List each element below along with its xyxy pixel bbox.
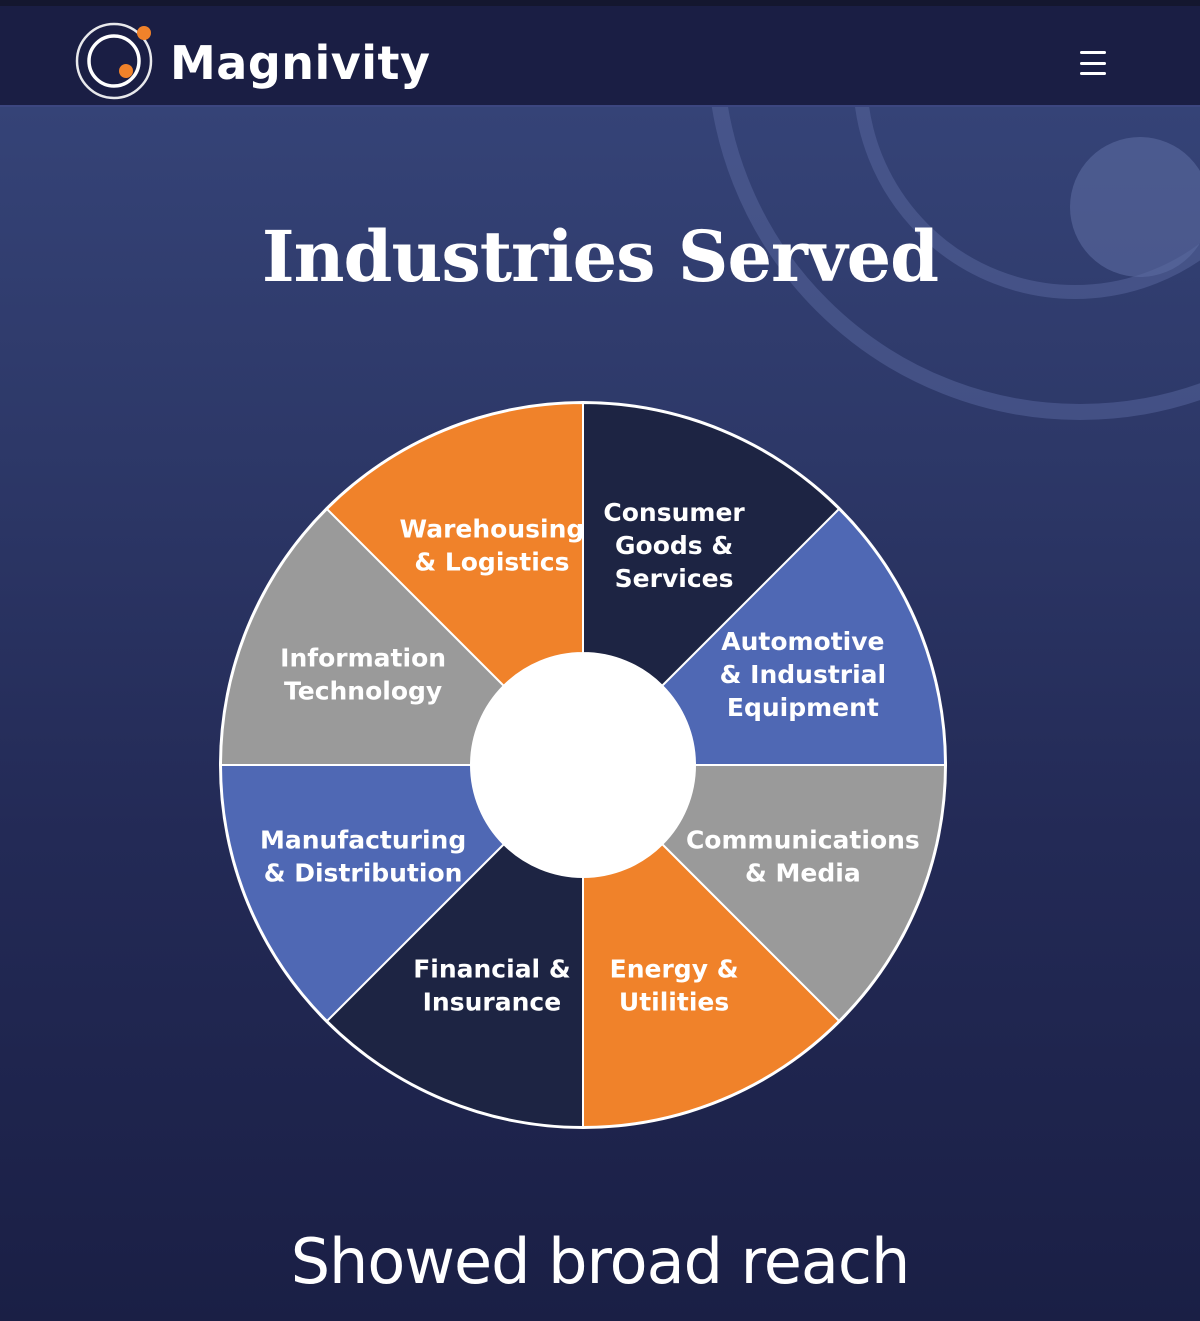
wheel-center [471,653,695,877]
industry-label-line: & Media [745,859,861,888]
industry-label-line: Technology [284,676,442,705]
industry-label-line: Information [280,643,446,672]
industry-label: Communications & Media [686,826,920,888]
industry-label-line: & Logistics [414,548,569,577]
industry-label: Manufacturing & Distribution [260,826,466,888]
brand-name: Magnivity [170,36,431,90]
industry-label-line: Energy & [610,954,739,983]
hamburger-menu-icon[interactable] [1076,48,1110,78]
industry-label-line: & Distribution [264,859,463,888]
brand-logo[interactable]: Magnivity [72,20,431,102]
industry-label-line: & Industrial [720,660,886,689]
industry-label-line: Services [615,564,734,593]
industry-label-line: Manufacturing [260,826,466,855]
industry-label-line: Financial & [413,954,570,983]
industry-label: Warehousing & Logistics [400,515,585,577]
industry-label-line: Warehousing [400,515,585,544]
decorative-orbit-rings [711,107,1200,420]
industry-label: Energy & Utilities [610,954,739,1016]
industry-label-line: Insurance [423,987,562,1016]
section-title: Industries Served [261,215,939,298]
industry-label-line: Equipment [727,693,879,722]
industry-label-line: Utilities [619,987,729,1016]
section-subtitle: Showed broad reach [290,1225,911,1298]
industry-label-line: Automotive [721,627,884,656]
industry-label-line: Consumer [603,498,745,527]
top-navigation-bar: Magnivity [0,0,1200,107]
industry-label-line: Communications [686,826,920,855]
industry-label-line: Goods & [615,531,733,560]
industry-label: Financial & Insurance [413,954,570,1016]
magnivity-logo-icon [75,22,153,100]
